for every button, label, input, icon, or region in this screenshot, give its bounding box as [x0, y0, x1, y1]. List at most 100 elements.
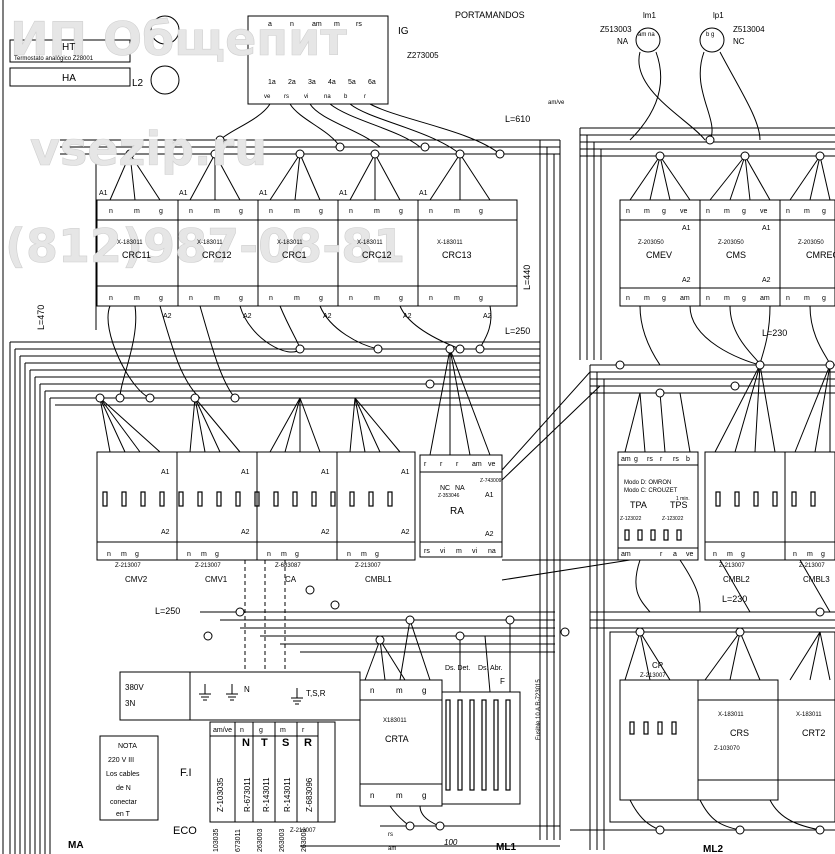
ra-pin-top: am — [472, 461, 482, 468]
label-am: am — [388, 846, 396, 852]
junction-node — [735, 825, 745, 835]
relay-right-pin: n — [626, 208, 630, 215]
crta-block: X183011 CRTA Ds. Det. Ds. Abr. F Fusible… — [383, 665, 542, 744]
junction-node — [125, 149, 135, 159]
ra-na: NA — [455, 485, 465, 492]
relay-right-name: CMREC — [806, 250, 835, 260]
junction-node — [655, 825, 665, 835]
junction-node — [230, 393, 240, 403]
relay-top-pin: n — [429, 295, 433, 302]
ha-label: HA — [62, 73, 76, 84]
nota-line-5: en T — [116, 811, 131, 818]
relay-top-pin: m — [134, 208, 140, 215]
relay-top-pin: m — [294, 208, 300, 215]
relay-top-pin: g — [479, 208, 483, 215]
pin-tick — [629, 721, 635, 735]
relay-right-pin: g — [742, 295, 746, 302]
relay-top-pin: m — [214, 208, 220, 215]
lamp-left-name: lm1 — [643, 11, 656, 20]
eco-code: 263003 — [257, 829, 264, 852]
relay-right-pin: m — [724, 295, 730, 302]
contactor-code: Z-683087 — [275, 563, 301, 569]
lamp-right-name: lp1 — [713, 11, 724, 20]
ig-pin-bottom: 1a — [268, 79, 276, 86]
relay-right-pin: g — [662, 208, 666, 215]
nota-title: NOTA — [118, 743, 137, 750]
power-tsr: T,S,R — [306, 689, 326, 698]
pin-tick — [457, 699, 463, 791]
cp-name: CP — [652, 661, 663, 670]
relay-right-pin: m — [644, 295, 650, 302]
contactor-right-pin: n — [713, 551, 717, 558]
cp-block: CP Z-213007 X-183011 CRS Z-103070 X-1830… — [640, 661, 825, 752]
ra-name: RA — [450, 506, 464, 517]
crta-ds-det: Ds. Det. — [445, 665, 470, 672]
pin-tick — [254, 491, 260, 507]
relay-top-pin: m — [294, 295, 300, 302]
pin-tick — [481, 699, 487, 791]
terminal-header: r — [302, 727, 305, 734]
ig-pin-top: m — [334, 21, 340, 28]
watermark-line-2: vsezip.ru — [30, 122, 267, 176]
contactor-pin: m — [361, 551, 367, 558]
relay-right-code: Z-203050 — [638, 240, 664, 246]
ig-pin-top: am — [312, 21, 322, 28]
pin-tick — [311, 491, 317, 507]
junction-node — [405, 821, 415, 831]
junction-node — [655, 151, 665, 161]
timer-one-min: 1 min. — [676, 496, 690, 502]
relay-right-pin: am — [760, 295, 770, 302]
junction-node — [635, 627, 645, 637]
junction-node — [825, 360, 835, 370]
ra-pin-bottom: vi — [472, 548, 478, 555]
relay-top-a2: A2 — [163, 313, 172, 320]
junction-node — [305, 585, 315, 595]
relays-top: X-183011CRC11A1A2nnmmggX-183011CRC12A1A2… — [99, 190, 492, 320]
power-voltage: 380V — [125, 683, 144, 692]
timer-pin-bottom: r — [660, 551, 663, 558]
junction-node — [655, 388, 665, 398]
timer-pin-top: b — [686, 456, 690, 463]
terminal-letter: T — [261, 737, 268, 749]
relay-top-name: CRC1 — [282, 250, 307, 260]
ig-pin-bottom-sub: b — [344, 94, 348, 100]
contactor-a1: A1 — [241, 469, 250, 476]
ig-pin-bottom: 2a — [288, 79, 296, 86]
crs-name: CRS — [730, 728, 749, 738]
contactor-name: CMV1 — [205, 575, 228, 584]
ig-pin-bottom-sub: ve — [264, 94, 271, 100]
relay-top-name: CRC13 — [442, 250, 472, 260]
nota-line-4: conectar — [110, 799, 138, 806]
relay-top-a1: A1 — [259, 190, 268, 197]
timer-pin-top: rs — [647, 456, 653, 463]
contactor-name: CA — [285, 575, 297, 584]
crta-fusible: Fusible 10 A R-723015 — [536, 679, 542, 740]
relay-top-a1: A1 — [419, 190, 428, 197]
eco-code: 263003 — [279, 829, 286, 852]
relay-top-pin: n — [189, 208, 193, 215]
eco-code: 263003 — [301, 829, 308, 852]
pin-tick — [140, 491, 146, 507]
pin-tick — [493, 699, 499, 791]
relay-right-a1: A1 — [762, 225, 771, 232]
relay-top-pin: m — [374, 208, 380, 215]
relay-right-pin: m — [804, 295, 810, 302]
contactor-right-code: Z-213007 — [719, 563, 745, 569]
timer-pin-top: rs — [673, 456, 679, 463]
junction-node — [755, 360, 765, 370]
pin-tick — [159, 491, 165, 507]
ig-pin-bottom: 3a — [308, 79, 316, 86]
timer-pin-bottom: ve — [686, 551, 694, 558]
terminal-code: R-143011 — [283, 777, 292, 812]
dim-amve: am/ve — [548, 100, 565, 106]
junction-node — [235, 607, 245, 617]
pin-tick — [445, 699, 451, 791]
contactor-code: Z-213007 — [355, 563, 381, 569]
lamp-right-id: Z513004 — [733, 25, 765, 34]
relay-right-pin: n — [626, 295, 630, 302]
relay-top-pin: n — [109, 208, 113, 215]
pin-tick — [643, 721, 649, 735]
